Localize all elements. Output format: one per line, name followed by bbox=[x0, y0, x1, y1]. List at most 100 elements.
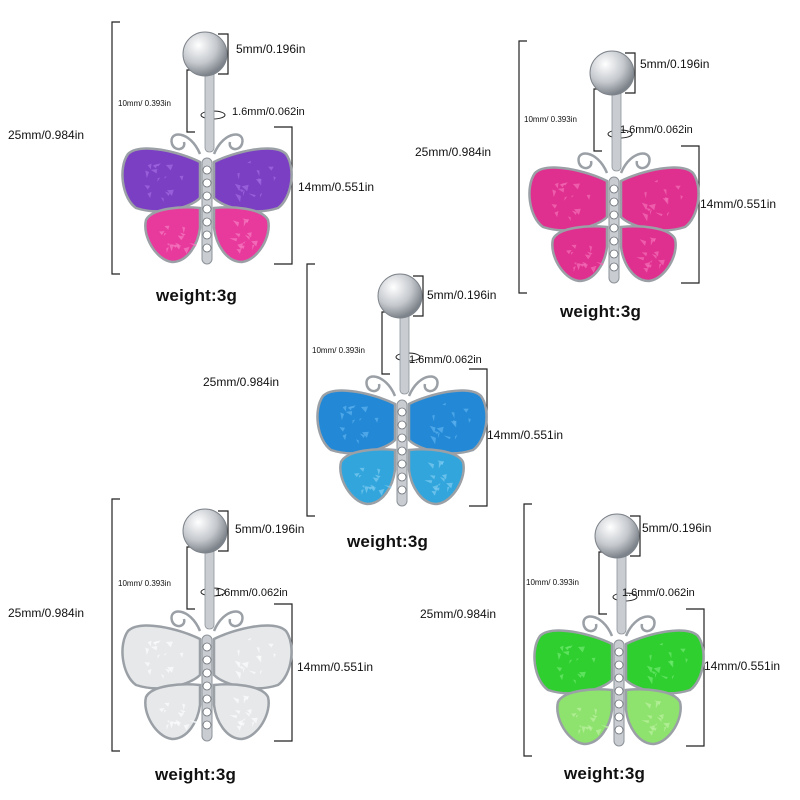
crystal-facet bbox=[370, 484, 375, 490]
crystal-facet bbox=[147, 191, 152, 199]
total-length-label: 25mm/0.984in bbox=[420, 607, 497, 621]
antenna-left bbox=[582, 615, 614, 637]
upper-wing-left bbox=[121, 147, 202, 213]
crystal-facet bbox=[644, 191, 647, 199]
crystal-facet bbox=[562, 651, 570, 656]
total-length-bracket bbox=[111, 498, 120, 752]
ball-size-label: 5mm/0.196in bbox=[642, 521, 712, 535]
crystal-facet bbox=[167, 666, 174, 673]
crystal-facet bbox=[356, 439, 359, 444]
crystal-facet bbox=[551, 204, 558, 209]
crystal-facet bbox=[175, 242, 180, 248]
rhinestone bbox=[202, 681, 212, 691]
crystal-facet bbox=[251, 240, 258, 247]
crystal-facet bbox=[234, 233, 241, 238]
crystal-facet bbox=[252, 721, 255, 728]
crystal-facet bbox=[670, 660, 674, 666]
crystal-facet bbox=[437, 460, 445, 465]
crystal-facet bbox=[150, 646, 158, 651]
crystal-facet bbox=[241, 184, 249, 192]
crystal-facet bbox=[340, 412, 345, 421]
rhinestone bbox=[202, 204, 212, 214]
lower-wing-right bbox=[624, 688, 682, 746]
crystal-facet bbox=[579, 725, 582, 728]
crystal-facet bbox=[180, 709, 186, 714]
crystal-facet bbox=[590, 265, 597, 273]
crystal-facet bbox=[648, 203, 656, 211]
antenna-right bbox=[619, 152, 651, 174]
crystal-facet bbox=[258, 178, 262, 184]
crystal-facet bbox=[361, 489, 364, 495]
crystal-facet bbox=[147, 668, 152, 676]
crystal-facet bbox=[256, 170, 260, 177]
butterfly-piercing-pink bbox=[518, 40, 700, 294]
butterfly-piercing-clear bbox=[111, 498, 293, 752]
crystal-facet bbox=[552, 189, 557, 198]
rhinestone bbox=[614, 686, 624, 696]
piercing-ball bbox=[594, 513, 640, 559]
crystal-facet bbox=[169, 243, 177, 248]
piercing-ball bbox=[182, 31, 228, 77]
crystal-facet bbox=[236, 249, 242, 254]
crystal-facet bbox=[655, 212, 663, 217]
crystal-facet bbox=[566, 250, 572, 255]
crystal-facet bbox=[358, 475, 362, 478]
crystal-facet bbox=[167, 189, 174, 196]
crystal-facet bbox=[443, 435, 451, 440]
crystal-facet bbox=[559, 645, 564, 652]
crystal-facet bbox=[436, 426, 444, 434]
crystal-facet bbox=[152, 641, 158, 646]
crystal-facet bbox=[242, 218, 250, 223]
crystal-facet bbox=[571, 195, 574, 198]
crystal-facet bbox=[659, 263, 662, 270]
crystal-facet bbox=[463, 408, 469, 413]
rhinestone bbox=[609, 236, 619, 246]
crystal-facet bbox=[573, 679, 576, 684]
crystal-facet bbox=[362, 431, 369, 438]
crystal-facet bbox=[636, 257, 645, 261]
crystal-facet bbox=[649, 237, 657, 242]
crystal-facet bbox=[256, 647, 260, 654]
crystal-facet bbox=[655, 702, 659, 709]
total-length-label: 25mm/0.984in bbox=[203, 375, 280, 389]
crystal-facet bbox=[175, 719, 180, 725]
crystal-facet bbox=[573, 266, 576, 272]
piercing-bar bbox=[204, 66, 215, 153]
rhinestone bbox=[609, 249, 619, 259]
rhinestone bbox=[202, 668, 212, 678]
crystal-facet bbox=[273, 653, 276, 658]
crystal-facet bbox=[431, 491, 437, 496]
rhinestone bbox=[397, 472, 407, 482]
crystal-facet bbox=[234, 660, 241, 668]
crystal-facet bbox=[576, 707, 582, 712]
crystal-facet bbox=[582, 261, 587, 267]
rhinestone bbox=[397, 433, 407, 443]
crystal-facet bbox=[584, 254, 591, 260]
rhinestone bbox=[397, 407, 407, 417]
crystal-facet bbox=[658, 714, 664, 720]
upper-wing-right bbox=[212, 147, 293, 213]
crystal-facet bbox=[165, 164, 173, 171]
crystal-facet bbox=[685, 658, 688, 663]
crystal-facet bbox=[246, 232, 252, 238]
crystal-facet bbox=[581, 726, 586, 734]
crystal-facet bbox=[554, 210, 559, 218]
crystal-facet bbox=[164, 225, 170, 230]
crystal-facet bbox=[424, 480, 433, 484]
piercing-drawing bbox=[518, 40, 700, 294]
crystal-facet bbox=[429, 425, 436, 433]
crystal-facet bbox=[575, 715, 579, 718]
crystal-facet bbox=[557, 188, 565, 193]
crystal-facet bbox=[375, 474, 381, 479]
rhinestone bbox=[202, 707, 212, 717]
crystal-facet bbox=[645, 264, 652, 268]
ball-size-bracket bbox=[218, 510, 229, 552]
crystal-facet bbox=[164, 191, 170, 196]
pendant-size-bracket bbox=[469, 368, 488, 507]
crystal-facet bbox=[554, 182, 559, 189]
ball-size-label: 5mm/0.196in bbox=[427, 288, 497, 302]
piercing-drawing bbox=[523, 503, 705, 757]
crystal-facet bbox=[601, 725, 609, 729]
rhinestone bbox=[609, 197, 619, 207]
crystal-facet bbox=[680, 195, 683, 200]
